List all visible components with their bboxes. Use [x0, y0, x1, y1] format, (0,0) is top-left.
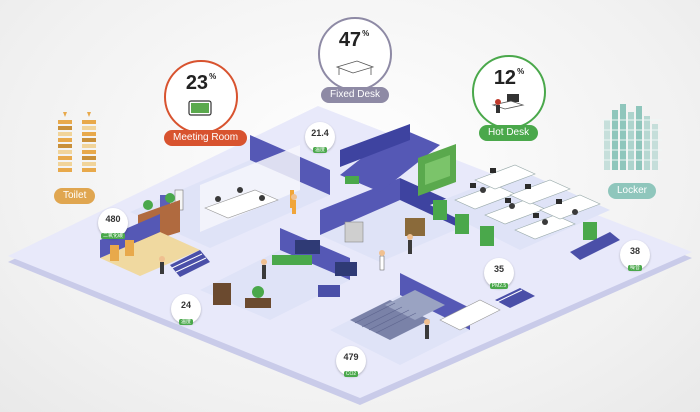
sensor-noise-hotdesk[interactable]: 38 噪音 [620, 240, 650, 271]
sensor-unit: 温度 [178, 319, 193, 325]
toilet-indicator[interactable]: Toilet [54, 110, 114, 205]
toilet-area [100, 214, 210, 277]
sensor-value: 21.4 [311, 128, 329, 138]
sensor-temperature-meeting[interactable]: 21.4 温度 [305, 122, 335, 153]
workstation-icon [491, 94, 525, 113]
sensor-unit: PM2.5 [489, 283, 509, 289]
sensor-value: 35 [493, 264, 504, 274]
floor-slab [8, 106, 692, 398]
meeting-room-value: 23 [185, 72, 209, 94]
meeting-room-label: Meeting Room [164, 130, 248, 146]
people-figures [159, 194, 430, 339]
locker-occupancy-bars-icon [602, 104, 662, 170]
meeting-room-area [130, 135, 330, 248]
sensor-value: 479 [343, 352, 359, 362]
hot-desk-area [430, 164, 620, 260]
locker-area [330, 273, 535, 365]
sensor-co2-locker[interactable]: 479 CO2 [336, 346, 366, 377]
hot-desk-label: Hot Desk [479, 125, 539, 141]
reception-area [200, 228, 350, 320]
toilet-occupancy-bars-icon [58, 112, 96, 172]
fixed-desk-value: 47 [338, 29, 362, 51]
tablet-icon [188, 100, 212, 116]
fixed-desk-label: Fixed Desk [321, 87, 390, 103]
sensor-unit: 温度 [312, 147, 327, 153]
toilet-label: Toilet [54, 188, 96, 204]
sensor-value: 480 [105, 214, 121, 224]
sensor-co2-toilet[interactable]: 480 二氧化碳 [98, 208, 128, 239]
hot-desk-kpi[interactable]: 12% Hot Desk [469, 55, 549, 143]
sensor-temperature-reception[interactable]: 24 温度 [171, 294, 201, 325]
sensor-unit: 二氧化碳 [100, 233, 125, 239]
desk-icon [335, 60, 375, 75]
hot-desk-unit: % [517, 67, 525, 76]
fixed-desk-area [340, 124, 456, 196]
sensor-unit: CO2 [343, 371, 359, 377]
locker-label: Locker [608, 183, 657, 199]
hot-desk-value: 12 [493, 67, 517, 89]
locker-indicator[interactable]: Locker [600, 100, 670, 200]
sensor-pm25-pantry[interactable]: 35 PM2.5 [484, 258, 514, 289]
meeting-room-unit: % [209, 72, 217, 81]
meeting-room-kpi[interactable]: 23% Meeting Room [162, 60, 248, 148]
sensor-unit: 噪音 [627, 265, 642, 271]
fixed-desk-unit: % [362, 29, 370, 38]
fixed-desk-kpi[interactable]: 47% Fixed Desk [315, 17, 393, 105]
sensor-value: 24 [180, 300, 191, 310]
sensor-value: 38 [629, 246, 640, 256]
